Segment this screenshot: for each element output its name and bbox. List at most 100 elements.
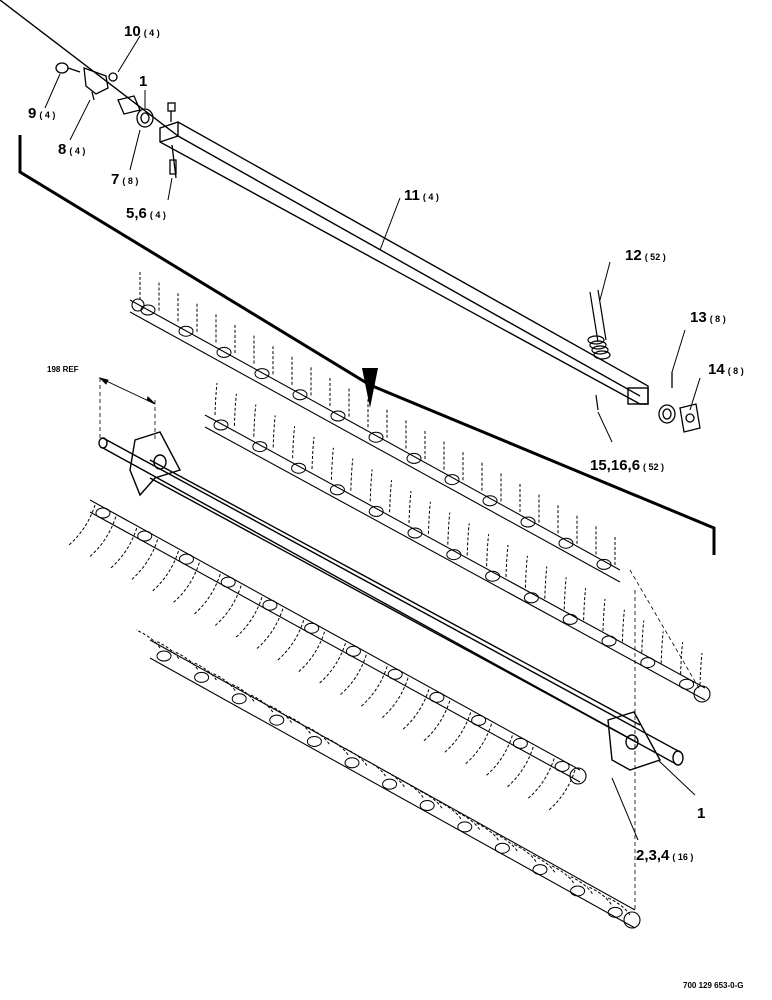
tine [361,757,387,777]
frame-bracket [18,135,716,555]
callout-1-bottom: 1 [697,805,705,822]
coil-spring [306,735,322,747]
tine [330,447,334,480]
bearing-parts-13-14 [658,372,701,433]
coil-spring [194,671,210,683]
tine [474,821,499,841]
tine [641,620,645,653]
coil-spring [329,484,345,496]
tine [135,629,161,649]
reel-bar-a-tines [139,272,616,570]
tine [447,512,451,545]
coil-spring [562,613,578,625]
tine [548,769,576,811]
coil-spring [368,431,384,443]
tine [131,539,159,580]
callout-15-16-6: 15,16,6( 52 ) [590,457,664,474]
coil-spring [330,410,346,422]
tine [549,864,575,884]
ref-label: 198 REF [47,365,79,374]
tine [192,661,217,681]
coil-spring [471,714,487,726]
tine [360,666,388,707]
reel-bar-c [89,499,587,785]
tine [660,631,664,664]
coil-spring [156,650,172,662]
coil-spring [269,714,285,726]
tine [298,631,326,673]
coil-spring [607,906,623,918]
coil-spring [252,441,268,453]
coil-spring [485,570,501,582]
coil-spring [406,452,422,464]
coil-spring [254,368,270,380]
tine [286,714,311,734]
coil-spring [291,462,307,474]
shaft-part-1 [98,431,684,771]
tine [605,896,631,916]
tine [89,516,117,557]
tine [486,534,490,567]
tine [256,608,284,650]
tine [436,800,462,820]
coil-spring [95,507,111,519]
callout-1-top: 1 [139,73,147,90]
callout-7: 7( 8 ) [111,171,138,188]
coil-spring [520,516,536,528]
tine [544,566,548,599]
tine [211,672,236,691]
tine [455,811,481,830]
coil-spring [419,800,435,812]
coil-spring [304,622,320,634]
tine [511,843,537,862]
coil-spring [387,668,403,680]
tine [417,789,443,809]
tine [248,693,274,713]
alignment-lines [99,378,701,910]
coil-spring [444,474,460,486]
tine [193,573,221,615]
coil-spring [640,657,656,669]
spring-part-12 [587,289,611,411]
coil-spring [558,537,574,549]
tine [253,404,257,437]
coil-spring [368,505,384,517]
tine [110,527,138,569]
coil-spring [407,527,423,539]
reel-bar-a [129,298,621,583]
coil-spring [570,885,586,897]
bar-part-11 [0,0,649,405]
coil-spring [482,495,498,507]
tine [350,458,354,491]
tine [229,682,255,702]
tine [399,779,424,798]
coil-spring [512,737,528,749]
tine [339,654,367,696]
callout-11: 11( 4 ) [404,187,439,204]
coil-spring [523,592,539,604]
tine [214,585,242,627]
tine [506,746,534,788]
tine [233,393,237,426]
coil-spring [494,842,510,854]
frame-arrow [362,368,378,408]
callout-2-3-4: 2,3,4( 16 ) [636,847,693,864]
reel-bar-c-tines [68,504,576,811]
callout-13: 13( 8 ) [690,309,726,326]
tine [587,885,612,905]
coil-spring [140,304,156,316]
tine [505,544,509,578]
tine [408,490,412,524]
tine [369,469,373,502]
tine [465,723,492,765]
reel-bar-b-tines [213,382,703,690]
coil-spring [382,778,398,790]
tine [267,704,293,724]
leader-lines [44,35,701,841]
coil-spring [231,693,247,705]
tine [389,480,393,513]
tine [173,650,199,670]
callout-10: 10( 4 ) [124,23,160,40]
tine [699,652,703,686]
